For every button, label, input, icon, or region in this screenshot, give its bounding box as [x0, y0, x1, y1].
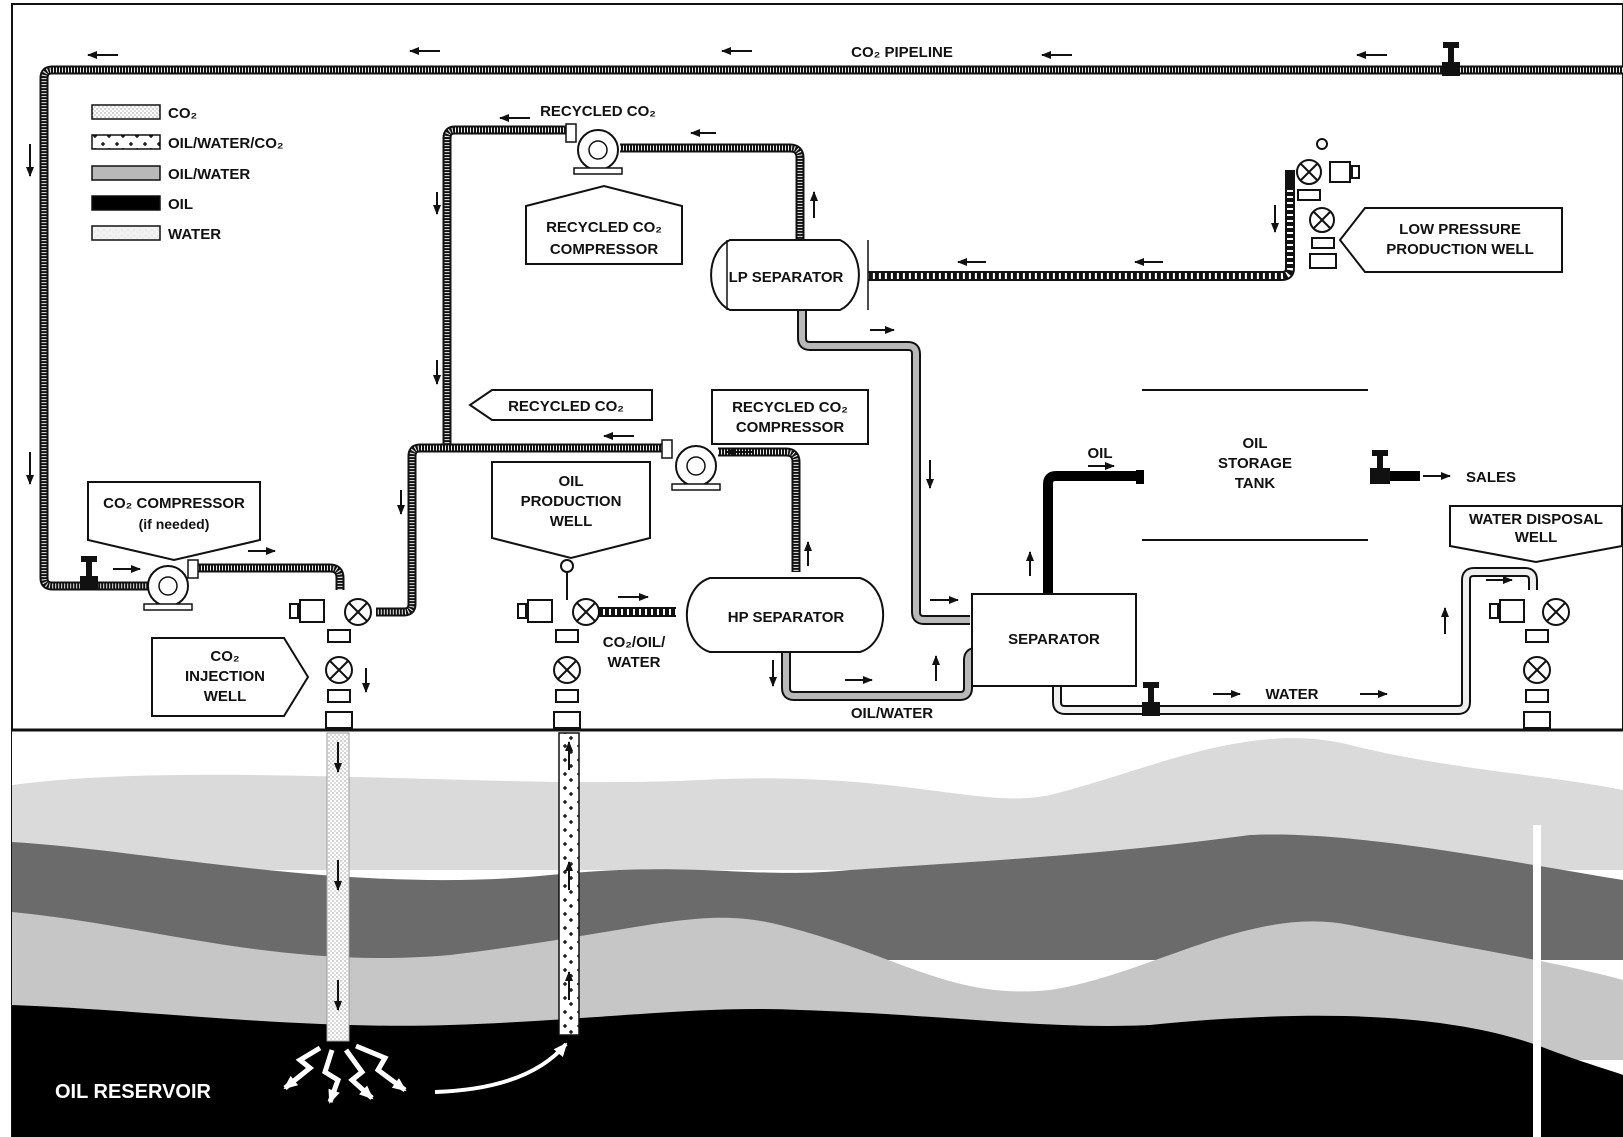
oil-production-well-callout: OIL PRODUCTION WELL: [491, 461, 651, 560]
reservoir-flow-curved-arrow: [434, 1042, 568, 1094]
legend-label: CO₂: [168, 105, 197, 122]
stratum-dark: [12, 834, 1623, 960]
legend-item-oil-water-co2: OIL/WATER/CO₂: [91, 134, 284, 152]
subsurface-strata: [12, 728, 1623, 1137]
legend-label: OIL/WATER/CO₂: [168, 135, 284, 152]
oil-water-label: OIL/WATER: [851, 705, 933, 722]
water-line-valve: [1142, 682, 1160, 716]
water-label: WATER: [1265, 686, 1318, 703]
co2-pipeline-valve-right: [1442, 42, 1460, 76]
separator: SEPARATOR: [971, 593, 1137, 687]
water-disposal-well-callout: WATER DISPOSAL WELL: [1449, 505, 1623, 564]
low-pressure-wellhead: [1296, 138, 1360, 269]
recycled-co2-mid-callout: RECYCLED CO₂: [468, 389, 653, 421]
oil-storage-tank-label-3: TANK: [1235, 475, 1276, 492]
co2-compressor-label-1: CO₂ COMPRESSOR: [103, 495, 245, 512]
recycled-co2-compressor-mid: [661, 439, 721, 491]
recycled-co2-top-pipe: [442, 125, 570, 445]
water-disposal-well-label-1: WATER DISPOSAL: [1469, 511, 1603, 528]
co2-injection-well-label-1: CO₂: [210, 648, 239, 665]
flow-arrows: [26, 47, 1513, 698]
co2-compressor-label-2: (if needed): [139, 516, 210, 532]
hp-separator-label: HP SEPARATOR: [728, 609, 845, 626]
oil-production-well-label-3: WELL: [550, 513, 593, 530]
legend-label: WATER: [168, 226, 221, 243]
lp-separator: LP SEPARATOR: [710, 239, 869, 311]
sales-label: SALES: [1466, 469, 1516, 486]
stratum-reservoir: [12, 1005, 1623, 1137]
low-pressure-well-callout: LOW PRESSURE PRODUCTION WELL: [1338, 207, 1563, 273]
lp-separator-label: LP SEPARATOR: [729, 269, 844, 286]
oil-storage-tank-label-2: STORAGE: [1218, 455, 1292, 472]
recycled-co2-compressor-top-label-1: RECYCLED CO₂: [546, 219, 662, 236]
oil-label: OIL: [1088, 445, 1113, 462]
separator-label: SEPARATOR: [1008, 631, 1100, 648]
co2-injection-well-callout: CO₂ INJECTION WELL: [151, 637, 310, 717]
recycled-co2-compressor-mid-callout: RECYCLED CO₂ COMPRESSOR: [711, 389, 869, 445]
recycled-co2-compressor-mid-label-1: RECYCLED CO₂: [732, 399, 848, 416]
legend-item-water: WATER: [91, 225, 221, 243]
oil-storage-tank-label-1: OIL: [1243, 435, 1268, 452]
legend: CO₂ OIL/WATER/CO₂ OIL/WATER OIL WATER: [91, 104, 284, 243]
white-well-bore-right: [1533, 825, 1541, 1137]
co2-injection-well-label-2: INJECTION: [185, 668, 265, 685]
co2-compressor: [143, 559, 199, 611]
recycled-co2-compressor-top: [565, 123, 623, 175]
co2-injection-wellhead: [289, 598, 372, 729]
recycled-co2-compressor-top-label-2: COMPRESSOR: [550, 241, 659, 258]
oil-storage-tank: OIL STORAGE TANK: [1136, 389, 1368, 541]
oil-production-well-label-1: OIL: [559, 473, 584, 490]
legend-item-co2: CO₂: [91, 104, 197, 122]
co2-pipeline-valve-left: [80, 556, 98, 590]
hp-separator: HP SEPARATOR: [685, 577, 885, 653]
co2-pipeline-label: CO₂ PIPELINE: [851, 44, 953, 61]
separator-oil-pipe: [1043, 471, 1140, 594]
recycled-co2-compressor-mid-label-2: COMPRESSOR: [736, 419, 845, 436]
co2-oil-water-label-2: WATER: [607, 654, 660, 671]
oil-production-well-label-2: PRODUCTION: [521, 493, 622, 510]
recycled-co2-compressor-top-callout: RECYCLED CO₂ COMPRESSOR: [525, 184, 683, 265]
legend-label: OIL/WATER: [168, 166, 250, 183]
legend-item-oil-water: OIL/WATER: [91, 165, 250, 183]
co2-injection-well-label-3: WELL: [204, 688, 247, 705]
co2-injection-jagged-arrows: [283, 1043, 407, 1104]
low-pressure-well-label-2: PRODUCTION WELL: [1386, 241, 1534, 258]
legend-label: OIL: [168, 196, 193, 213]
water-disposal-well-label-2: WELL: [1515, 529, 1558, 546]
oil-production-wellhead: [517, 559, 600, 729]
oil-reservoir-label: OIL RESERVOIR: [55, 1081, 212, 1103]
recycled-co2-mid-pipe: [376, 443, 665, 617]
co2-compressor-callout: CO₂ COMPRESSOR (if needed): [87, 481, 261, 562]
low-pressure-well-label-1: LOW PRESSURE: [1399, 221, 1521, 238]
stratum-light-top: [12, 738, 1623, 870]
recycled-co2-mid-label: RECYCLED CO₂: [508, 398, 624, 415]
legend-item-oil: OIL: [91, 195, 193, 213]
water-disposal-wellhead: [1489, 598, 1570, 729]
tank-sales-valve: [1370, 450, 1390, 484]
recycled-co2-top-label: RECYCLED CO₂: [540, 103, 656, 120]
co2-oil-water-label-1: CO₂/OIL/: [603, 634, 666, 651]
